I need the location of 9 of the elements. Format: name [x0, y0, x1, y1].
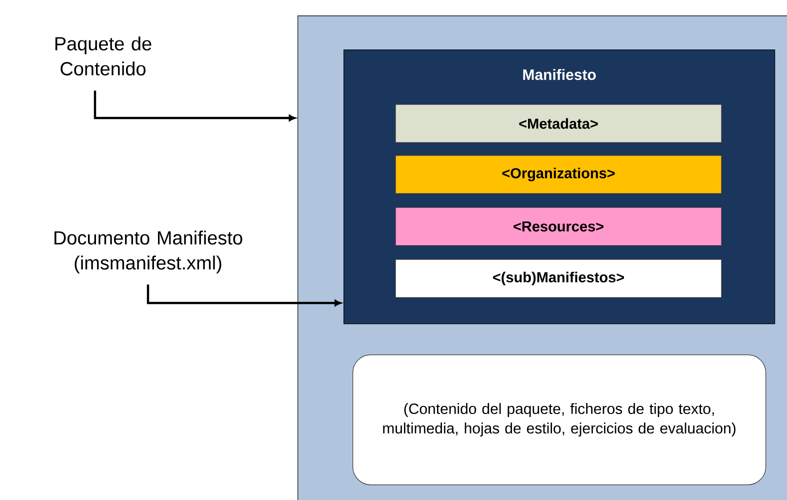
element-box: <Resources>: [395, 207, 722, 246]
arrow: [146, 284, 342, 306]
arrow: [94, 90, 296, 122]
callout-label: Paquete de Contenido: [55, 36, 152, 76]
callout-label: Documento Manifiesto (imsmanifest.xml): [54, 230, 242, 274]
element-box: <Organizations>: [395, 155, 722, 194]
element-box: <Metadata>: [395, 104, 722, 143]
content-box: (Contenido del paquete, ficheros de tipo texto, multimedia, hojas de estilo, ejercicios de evaluacion): [352, 354, 766, 486]
element-box: <(sub)Manifiestos>: [395, 259, 722, 298]
